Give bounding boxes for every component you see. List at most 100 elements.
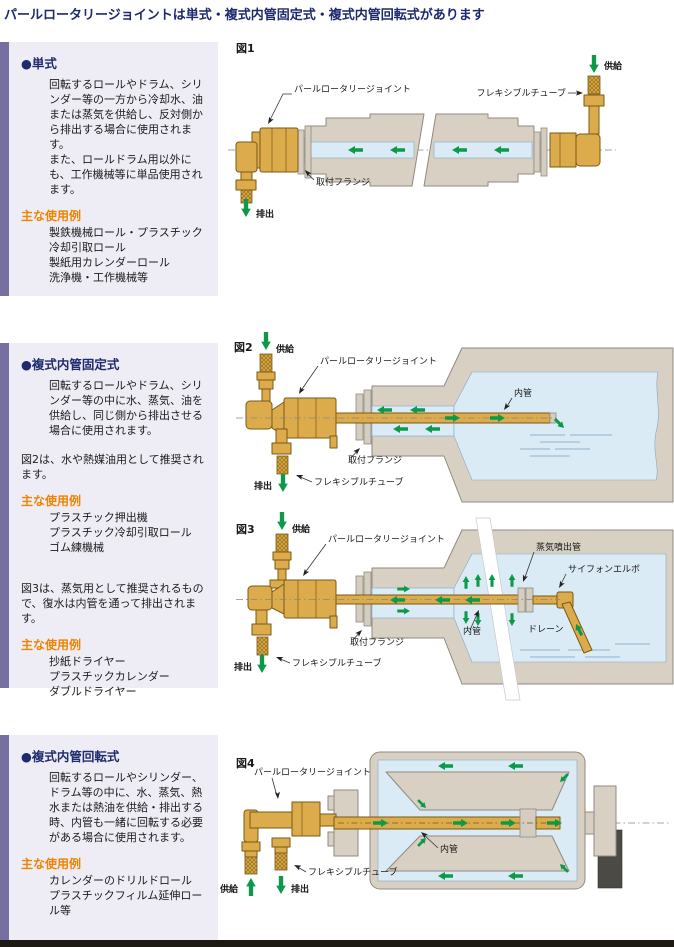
label-drain: ドレーン	[528, 625, 564, 635]
discharge-arrow-icon: 排出	[234, 655, 267, 673]
discharge-label: 排出	[291, 883, 309, 895]
svg-text:蒸気噴出管: 蒸気噴出管	[536, 541, 581, 553]
supply-arrow-icon: 供給	[261, 332, 295, 355]
svg-text:取付フランジ: 取付フランジ	[316, 177, 370, 188]
usage-item: ゴム練機械	[49, 541, 104, 554]
label-flange: 取付フランジ	[350, 628, 404, 648]
section-double-fixed-type: ●複式内管固定式 回転するロールやドラム、シリンダー等の中に水、蒸気、油を供給し…	[0, 343, 218, 698]
usage-item: 抄紙ドライヤー	[49, 655, 126, 668]
discharge-arrow-icon: 排出	[254, 474, 288, 492]
svg-text:フレキシブルチューブ: フレキシブルチューブ	[314, 476, 403, 488]
svg-text:フレキシブルチューブ: フレキシブルチューブ	[308, 866, 397, 878]
flexible-tube-part	[274, 852, 288, 871]
usage-title: 主な使用例	[21, 857, 82, 871]
fig3-note: 図3は、蒸気用として推奨されるもので、復水は内管を通って排出されます。	[21, 582, 204, 625]
usage-list: カレンダーのドリルドロール プラスチックフィルム延伸ロール等	[21, 873, 212, 918]
section-body: また、ロールドラム用以外にも、工作機械等に単品使用されます。	[49, 153, 203, 196]
usage-item: ダブルドライヤー	[49, 685, 137, 698]
fig2-number: 図2	[234, 340, 253, 354]
drawing-break-band	[475, 517, 521, 701]
svg-text:パールロータリージョイント: パールロータリージョイント	[294, 84, 411, 95]
svg-text:内管: 内管	[514, 387, 532, 399]
label-flexible-tube: フレキシブルチューブ	[292, 862, 397, 878]
label-flexible-tube: フレキシブルチューブ	[477, 87, 583, 99]
supply-arrow-icon: 供給	[589, 55, 623, 73]
usage-item: プラスチックカレンダー	[49, 670, 170, 683]
label-flexible-tube: フレキシブルチューブ	[295, 472, 403, 488]
label-steam-pipe: 蒸気噴出管	[520, 541, 581, 583]
flexible-tube-part	[259, 353, 273, 373]
footer-bar	[0, 940, 674, 947]
rotary-joint-left	[235, 125, 312, 204]
svg-text:取付フランジ: 取付フランジ	[350, 637, 404, 648]
svg-text:サイフォンエルボ: サイフォンエルボ	[568, 564, 640, 575]
section-double-rotating-type: ●複式内管回転式 回転するロールやシリンダー、ドラム等の中に、水、蒸気、熱水また…	[0, 735, 218, 940]
flexible-tube-part	[276, 455, 289, 475]
label-inner-pipe: 内管	[501, 387, 532, 412]
label-joint: パールロータリージョイント	[254, 767, 371, 800]
usage-list: プラスチック押出機 プラスチック冷却引取ロール ゴム練機械	[21, 510, 212, 555]
svg-text:内管: 内管	[440, 843, 458, 855]
section-stripe	[0, 42, 9, 296]
fig1-number: 図1	[236, 41, 255, 55]
rotary-joint	[247, 533, 338, 656]
fig4-number: 図4	[236, 756, 255, 770]
usage-item: 製紙用カレンダーロール	[49, 256, 170, 269]
label-joint: パールロータリージョイント	[265, 84, 411, 126]
section-heading: ●複式内管回転式	[21, 749, 120, 764]
supply-arrow-icon: 供給	[277, 512, 311, 535]
section-stripe	[0, 735, 9, 940]
figure-3-diagram: 図3 供給	[234, 512, 674, 701]
rotary-joint	[241, 801, 337, 875]
rotary-joint-right	[533, 75, 605, 177]
usage-item: プラスチックフィルム延伸ロール等	[49, 889, 203, 917]
section-body: 回転するロールやシリンダー、ドラム等の中に、水、蒸気、熱水または熱油を供給・排出…	[49, 771, 203, 844]
supply-label: 供給	[220, 883, 239, 895]
svg-text:パールロータリージョイント: パールロータリージョイント	[254, 767, 371, 778]
usage-title: 主な使用例	[21, 638, 82, 652]
svg-text:パールロータリージョイント: パールロータリージョイント	[328, 534, 445, 545]
usage-item: 洗浄機・工作機械等	[49, 271, 148, 284]
inner-pipe	[333, 808, 561, 838]
right-bearing	[584, 785, 623, 889]
section-body: 回転するロールやドラム、シリンダー等の中に水、蒸気、油を供給し、同じ側から排出さ…	[49, 379, 203, 437]
label-flange: 取付フランジ	[303, 168, 370, 188]
svg-text:内管: 内管	[463, 625, 481, 637]
svg-text:フレキシブルチューブ: フレキシブルチューブ	[477, 87, 566, 99]
flexible-tube-part	[587, 75, 601, 95]
figure-4-diagram: 図4	[220, 751, 670, 896]
section-content: ●複式内管回転式 回転するロールやシリンダー、ドラム等の中に、水、蒸気、熱水また…	[9, 735, 218, 940]
discharge-label: 排出	[256, 208, 274, 218]
svg-text:フレキシブルチューブ: フレキシブルチューブ	[292, 657, 381, 669]
usage-list: 製鉄機械ロール・プラスチック冷却引取ロール 製紙用カレンダーロール 洗浄機・工作…	[21, 225, 212, 285]
label-joint: パールロータリージョイント	[296, 356, 437, 396]
usage-item: カレンダーのドリルドロール	[49, 874, 192, 887]
usage-title: 主な使用例	[21, 209, 82, 223]
flexible-tube-part	[275, 533, 289, 553]
section-single-type: ●単式 回転するロールやドラム、シリンダー等の一方から冷却水、油または蒸気を供給…	[0, 42, 218, 296]
usage-item: プラスチック冷却引取ロール	[49, 526, 192, 539]
svg-text:取付フランジ: 取付フランジ	[348, 455, 402, 466]
label-inner-pipe: 内管	[463, 608, 482, 637]
svg-text:パールロータリージョイント: パールロータリージョイント	[320, 356, 437, 367]
label-flexible-tube: フレキシブルチューブ	[275, 654, 381, 669]
spacer	[21, 555, 212, 581]
section-content: ●複式内管固定式 回転するロールやドラム、シリンダー等の中に水、蒸気、油を供給し…	[9, 343, 218, 698]
section-heading: ●複式内管固定式	[21, 357, 120, 372]
discharge-label: 排出	[234, 661, 252, 673]
supply-label: 供給	[603, 60, 623, 72]
section-stripe	[0, 343, 9, 688]
flexible-tube-part	[256, 636, 269, 656]
label-flange: 取付フランジ	[348, 446, 402, 466]
label-siphon-elbow: サイフォンエルボ	[556, 564, 640, 590]
supply-label: 供給	[291, 523, 311, 535]
page-title: パールロータリージョイントは単式・複式内管固定式・複式内管回転式があります	[4, 8, 485, 23]
fig3-number: 図3	[236, 522, 255, 536]
usage-item: プラスチック押出機	[49, 511, 148, 524]
supply-arrow-icon: 供給	[220, 878, 256, 896]
discharge-arrow-icon: 排出	[241, 199, 274, 218]
fig2-note: 図2は、水や熱媒油用として推奨されます。	[21, 453, 204, 481]
section-body: 回転するロールやドラム、シリンダー等の一方から冷却水、油または蒸気を供給し、反対…	[49, 78, 203, 151]
figure-1-diagram: 図1	[228, 41, 623, 218]
